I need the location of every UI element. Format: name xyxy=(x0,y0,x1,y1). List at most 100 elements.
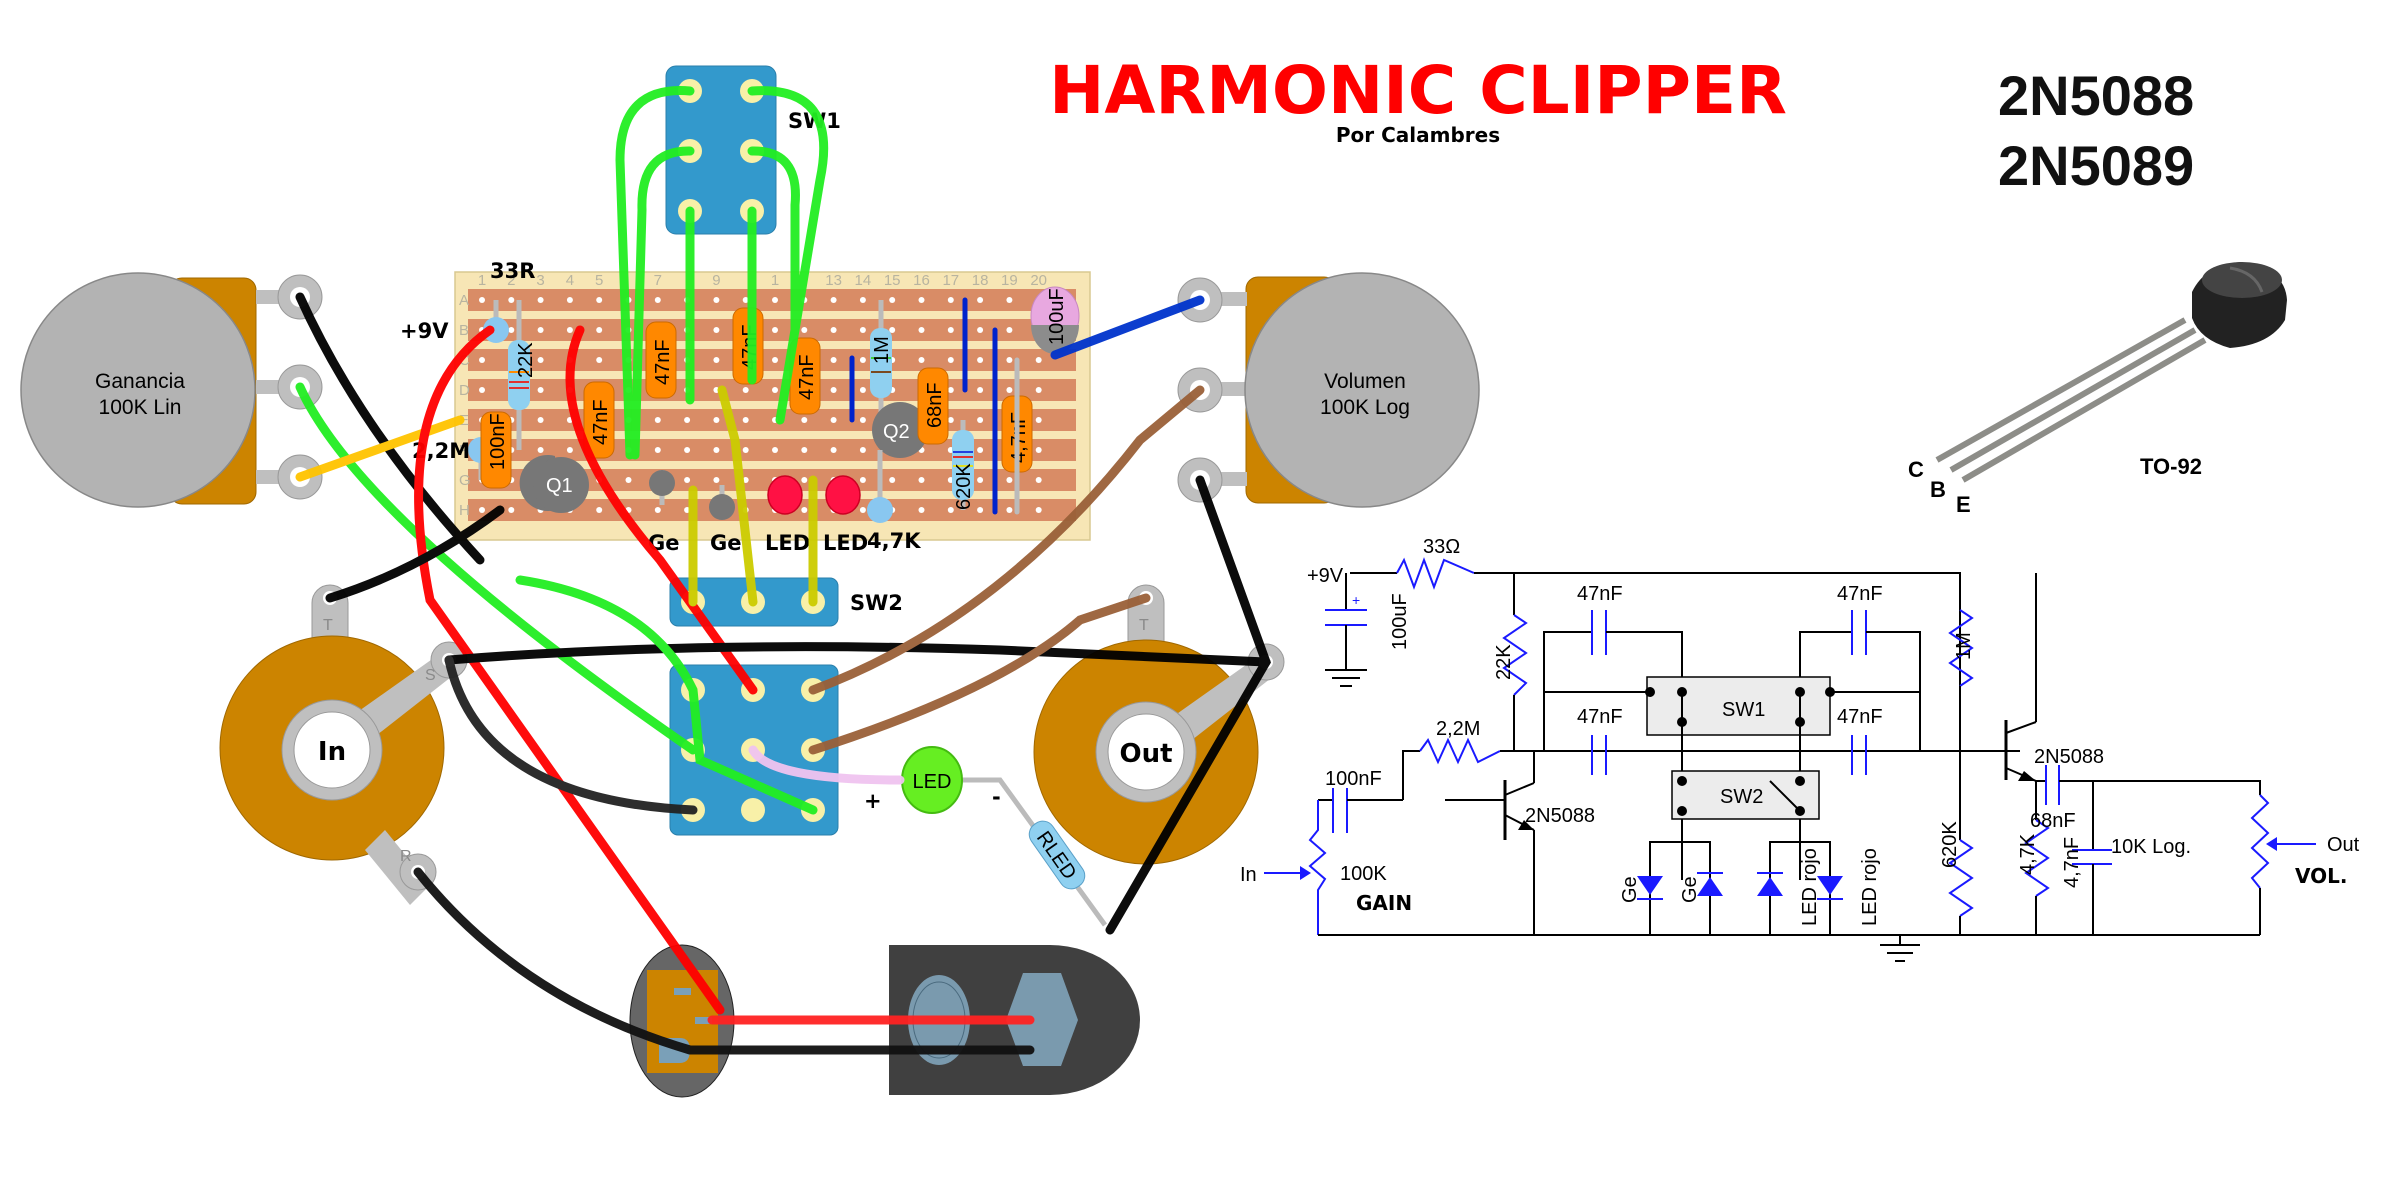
label-led-2: LED xyxy=(823,531,868,555)
strip-hole xyxy=(830,417,837,423)
strip-hole xyxy=(479,357,485,363)
input-jack-label: In xyxy=(318,737,346,767)
strip-hole xyxy=(654,417,661,423)
volume-pot[interactable]: Volumen 100K Log xyxy=(1177,272,1480,508)
strip-hole xyxy=(596,507,603,513)
strip-hole xyxy=(830,447,837,453)
strip-hole xyxy=(801,447,808,453)
row-letter: G xyxy=(459,472,471,489)
capacitor-100nf xyxy=(480,411,512,489)
sch-vol-pot xyxy=(2250,794,2270,889)
page-title: HARMONIC CLIPPER xyxy=(1049,52,1787,129)
input-lug-s: S xyxy=(425,667,436,684)
stripboard-components: 33R 22K 2,2M 100nF Q1 47nF 47nF 47nF 47n… xyxy=(400,259,1080,555)
strip-hole xyxy=(977,507,984,513)
strip-hole xyxy=(742,417,749,423)
strip-hole xyxy=(654,507,661,513)
resistor-22k xyxy=(508,340,530,410)
strip-hole xyxy=(889,327,896,333)
transistor-q2 xyxy=(872,402,928,458)
label-47nf-2: 47nF xyxy=(652,339,674,385)
column-number: 9 xyxy=(712,272,720,289)
strip-hole xyxy=(977,387,984,393)
strip-hole xyxy=(977,417,984,423)
strip-hole xyxy=(859,417,866,423)
label-100nf: 100nF xyxy=(487,413,509,470)
strip-hole xyxy=(742,477,749,483)
sch-d1-label: Ge xyxy=(1619,876,1641,903)
sch-c47-4-label: 47nF xyxy=(1837,706,1883,728)
strip-hole xyxy=(537,297,544,303)
status-led: LED + - RLED xyxy=(864,746,1108,927)
label-1m: 1M xyxy=(871,336,893,364)
strip-hole xyxy=(566,447,573,453)
strip-hole xyxy=(479,297,485,303)
gain-pot-value: 100K Lin xyxy=(99,396,182,419)
input-lug-r: R xyxy=(400,848,412,865)
strip-hole xyxy=(596,297,603,303)
capacitor-47nf-1 xyxy=(583,381,615,459)
strip-hole xyxy=(713,357,720,363)
strip-hole xyxy=(947,507,954,513)
output-jack-label: Out xyxy=(1119,739,1172,769)
label-22k: 22K xyxy=(515,342,537,378)
column-number: 15 xyxy=(884,272,901,289)
svg-text:+: + xyxy=(1352,592,1360,608)
strip-hole xyxy=(918,327,925,333)
strip-hole xyxy=(889,477,896,483)
row-letter: A xyxy=(459,292,469,309)
led-minus-label: - xyxy=(992,785,1001,809)
strip-hole xyxy=(947,297,954,303)
strip-hole xyxy=(801,327,808,333)
strip-hole xyxy=(947,357,954,363)
row-letter: H xyxy=(459,502,470,519)
strip-hole xyxy=(947,387,954,393)
label-47nf-4: 47nF xyxy=(796,354,818,400)
label-q1: Q1 xyxy=(546,475,573,497)
diode-ge-1 xyxy=(649,470,675,496)
column-number: 5 xyxy=(595,272,603,289)
column-number: 14 xyxy=(855,272,872,289)
resistor-1m xyxy=(870,328,892,398)
strip-hole xyxy=(1035,477,1042,483)
led-label: LED xyxy=(913,771,952,793)
strip-hole xyxy=(1035,447,1042,453)
sch-c47-2-label: 47nF xyxy=(1577,706,1623,728)
sch-r620k-label: 620K xyxy=(1939,821,1961,868)
sw1-switch[interactable]: SW1 xyxy=(665,65,841,235)
pin-e-label: E xyxy=(1956,492,1971,517)
column-number: 1 xyxy=(771,272,779,289)
column-number: 20 xyxy=(1030,272,1047,289)
input-jack[interactable]: T S R In xyxy=(219,584,468,905)
sch-d2-label: Ge xyxy=(1679,876,1701,903)
strip-hole xyxy=(801,477,808,483)
diode-ge-2 xyxy=(709,494,735,520)
column-number: 18 xyxy=(972,272,989,289)
column-number: 7 xyxy=(654,272,662,289)
strip-hole xyxy=(1006,297,1013,303)
strip-hole xyxy=(859,327,866,333)
led-red-2 xyxy=(825,475,861,515)
strip-hole xyxy=(713,297,720,303)
sch-r22k-label: 22K xyxy=(1493,644,1515,680)
strip-hole xyxy=(1006,327,1013,333)
strip-hole xyxy=(859,357,866,363)
label-q2: Q2 xyxy=(883,421,910,443)
to92-transistor-icon xyxy=(1935,262,2287,483)
gain-pot[interactable]: Ganancia 100K Lin xyxy=(20,272,323,508)
strip-hole xyxy=(1006,477,1013,483)
column-number: 17 xyxy=(942,272,959,289)
label-47nf-1: 47nF xyxy=(590,399,612,445)
strip-hole xyxy=(1035,387,1042,393)
strip-hole xyxy=(772,327,778,333)
output-jack[interactable]: T Out xyxy=(1033,584,1285,865)
transistor-part-1: 2N5088 xyxy=(1998,64,2194,127)
sch-r-33 xyxy=(1396,557,1475,590)
strip-hole xyxy=(713,477,720,483)
volume-pot-name: Volumen xyxy=(1324,370,1406,393)
row-letter: B xyxy=(459,322,469,339)
strip-hole xyxy=(1035,417,1042,423)
sch-output-label: Out xyxy=(2327,834,2360,856)
label-68nf: 68nF xyxy=(924,382,946,428)
strip-hole xyxy=(742,447,749,453)
